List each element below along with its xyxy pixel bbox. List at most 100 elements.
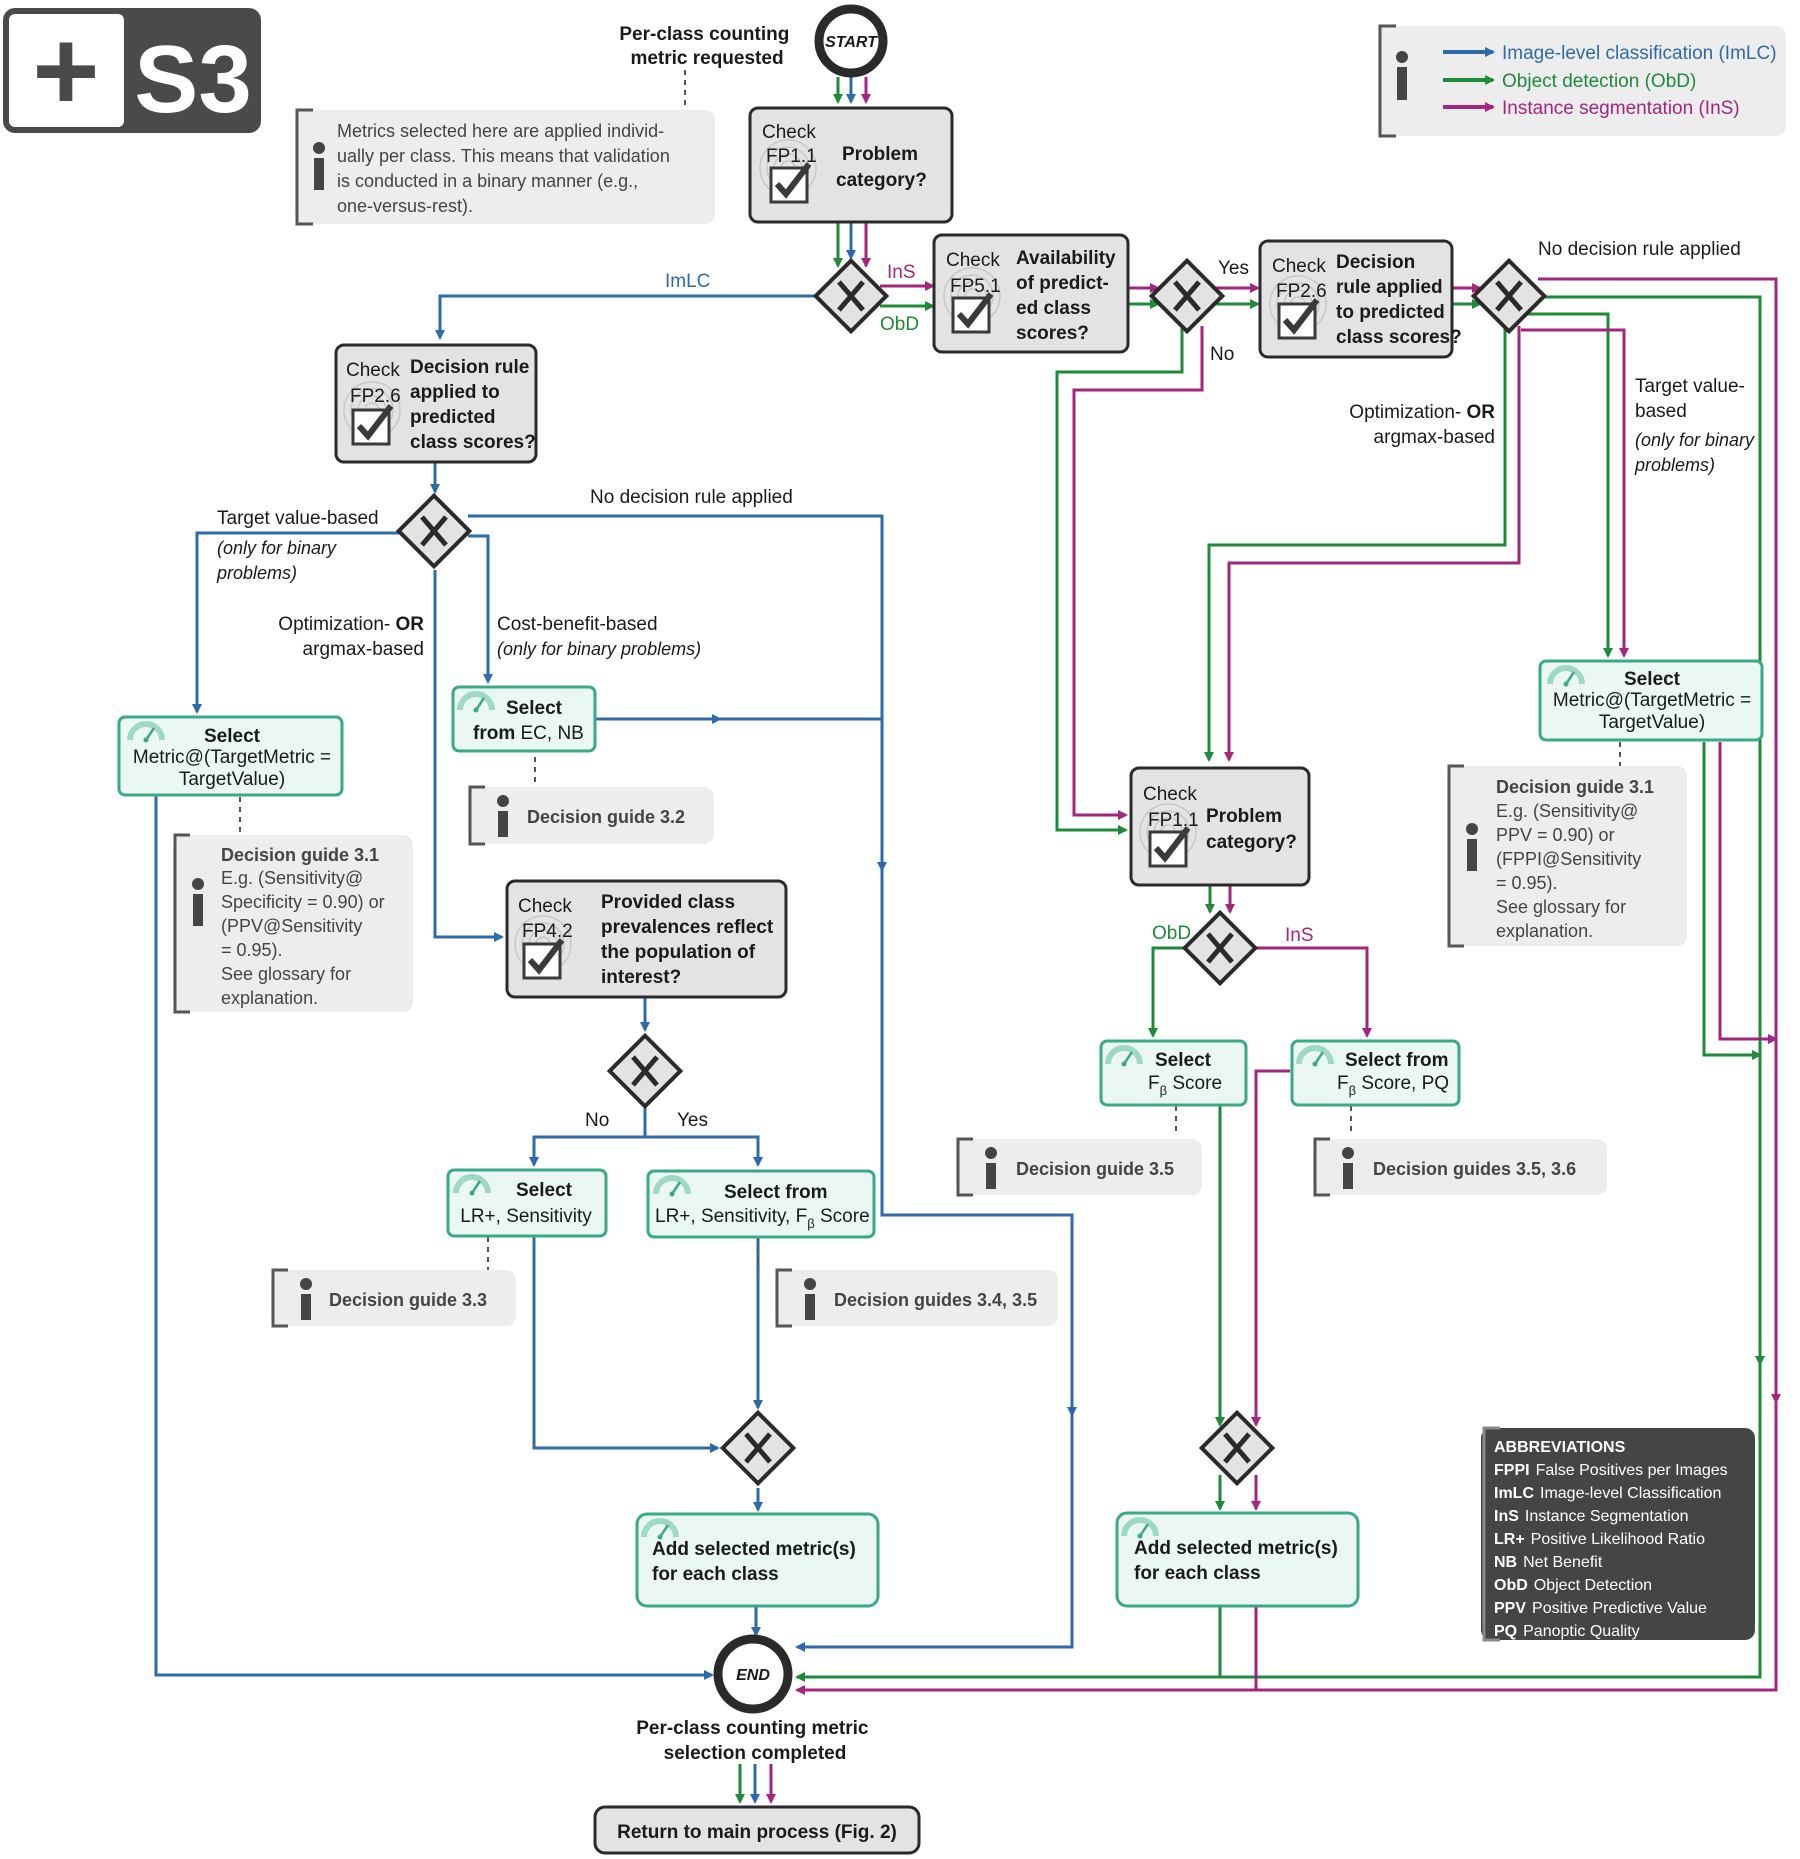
select-ec-nb: Select from EC, NB: [451, 685, 597, 753]
connectors: [154, 70, 1781, 1804]
svg-text:Select: Select: [1624, 669, 1681, 690]
svg-text:Decision guide 3.1: Decision guide 3.1: [221, 845, 379, 865]
decision-guide-3-5-3-6: Decision guides 3.5, 3.6: [1313, 1137, 1607, 1197]
end-caption: Per-class counting metric selection comp…: [636, 1718, 874, 1764]
gateway-availability: [1148, 257, 1226, 335]
gateway-decision-rule-right: [1470, 257, 1548, 335]
gateway-decision-rule-left: [395, 492, 473, 570]
edge-label-yes: Yes: [1218, 258, 1249, 279]
svg-text:Select: Select: [1155, 1050, 1212, 1071]
return-to-main-button[interactable]: Return to main process (Fig. 2): [593, 1805, 921, 1855]
edge-label-ins-mid: InS: [1285, 925, 1314, 946]
edge-label-target-right: Target value-based: [1635, 376, 1745, 422]
decision-guide-3-1-right: Decision guide 3.1 E.g. (Sensitivity@PPV…: [1447, 764, 1687, 948]
checkbox-icon: [953, 294, 991, 332]
edge-label-ins: InS: [887, 262, 916, 283]
svg-text:Metric@(TargetMetric =: Metric@(TargetMetric =: [1553, 690, 1751, 711]
edge-label-target-left: Target value-based: [217, 508, 379, 529]
edge-label-obd: ObD: [880, 314, 919, 335]
start-node: START: [814, 4, 888, 78]
badge-plus: +: [32, 7, 99, 135]
svg-text:TargetValue): TargetValue): [179, 769, 285, 790]
svg-text:Select: Select: [204, 726, 261, 747]
decision-gateways: [395, 257, 1548, 1487]
info-icon: [192, 878, 204, 890]
add-selected-metrics-left: Add selected metric(s) for each class: [635, 1512, 880, 1608]
svg-text:Decision guide 3.2: Decision guide 3.2: [527, 807, 685, 827]
gateway-problem-category: [812, 257, 890, 335]
add-selected-metrics-right: Add selected metric(s) for each class: [1115, 1511, 1360, 1608]
legend-obd: Object detection (ObD): [1502, 71, 1696, 92]
abbreviation-item: LR+Positive Likelihood Ratio: [1494, 1531, 1705, 1548]
badge-code: S3: [134, 26, 251, 133]
info-icon: [497, 795, 509, 807]
return-label: Return to main process (Fig. 2): [617, 1822, 897, 1843]
legend-imlc: Image-level classification (ImLC): [1502, 43, 1777, 64]
edge-label-no: No: [1210, 344, 1234, 365]
svg-text:Decision guide 3.1: Decision guide 3.1: [1496, 777, 1654, 797]
svg-text:Select from: Select from: [724, 1182, 827, 1203]
edge-label-obd-mid: ObD: [1152, 923, 1191, 944]
info-icon: [1342, 1147, 1354, 1159]
svg-text:E.g. (Sensitivity@PPV = 0.90): E.g. (Sensitivity@PPV = 0.90) or(FPPI@Se…: [1496, 801, 1641, 941]
svg-text:Select: Select: [506, 698, 563, 719]
svg-text:Decision guides 3.4, 3.5: Decision guides 3.4, 3.5: [834, 1290, 1037, 1310]
svg-text:Fβ Score, PQ: Fβ Score, PQ: [1337, 1073, 1449, 1098]
edge-label-cost: Cost-benefit-based: [497, 614, 658, 635]
select-target-left: Select Metric@(TargetMetric = TargetValu…: [117, 715, 344, 797]
edge-label-no-rule-left: No decision rule applied: [590, 487, 793, 508]
svg-text:Metric@(TargetMetric =: Metric@(TargetMetric =: [133, 747, 331, 768]
info-icon: [804, 1278, 816, 1290]
checkbox-icon: [1279, 300, 1317, 338]
edge-label-yes-prev: Yes: [677, 1110, 708, 1131]
svg-text:Decision guides 3.5, 3.6: Decision guides 3.5, 3.6: [1373, 1159, 1576, 1179]
svg-text:Select: Select: [516, 1180, 573, 1201]
info-text: Metrics selected here are applied indivi…: [337, 121, 675, 216]
edge-labels: ImLC InS ObD Yes No No decision rule app…: [216, 239, 1755, 1131]
svg-text:Fβ Score: Fβ Score: [1148, 1073, 1222, 1098]
figure-badge: + S3: [3, 7, 261, 135]
decision-guide-3-1-left: Decision guide 3.1 E.g. (Sensitivity@Spe…: [173, 833, 413, 1014]
checkbox-icon: [771, 164, 809, 202]
select-f-score: Select Fβ Score: [1099, 1039, 1248, 1107]
gateway-problem-category-mid: [1181, 909, 1259, 987]
gateway-merge-right: [1198, 1409, 1276, 1487]
svg-text:for each class: for each class: [1134, 1563, 1261, 1584]
svg-text:Select from: Select from: [1345, 1050, 1448, 1071]
end-label: END: [736, 1667, 770, 1684]
svg-text:E.g. (Sensitivity@Specificity: E.g. (Sensitivity@Specificity = 0.90) or…: [221, 868, 385, 1008]
decision-guide-3-4: Decision guides 3.4, 3.5: [775, 1268, 1058, 1328]
checkbox-icon: [353, 406, 391, 444]
info-icon: [985, 1147, 997, 1159]
select-f-score-pq: Select from Fβ Score, PQ: [1290, 1039, 1461, 1107]
checkbox-icon: [524, 940, 562, 978]
info-icon: [300, 1278, 312, 1290]
info-icon: [313, 142, 325, 154]
svg-text:LR+, Sensitivity: LR+, Sensitivity: [460, 1206, 592, 1227]
abbreviations-title: ABBREVIATIONS: [1494, 1439, 1626, 1456]
svg-text:Decision guide 3.5: Decision guide 3.5: [1016, 1159, 1174, 1179]
